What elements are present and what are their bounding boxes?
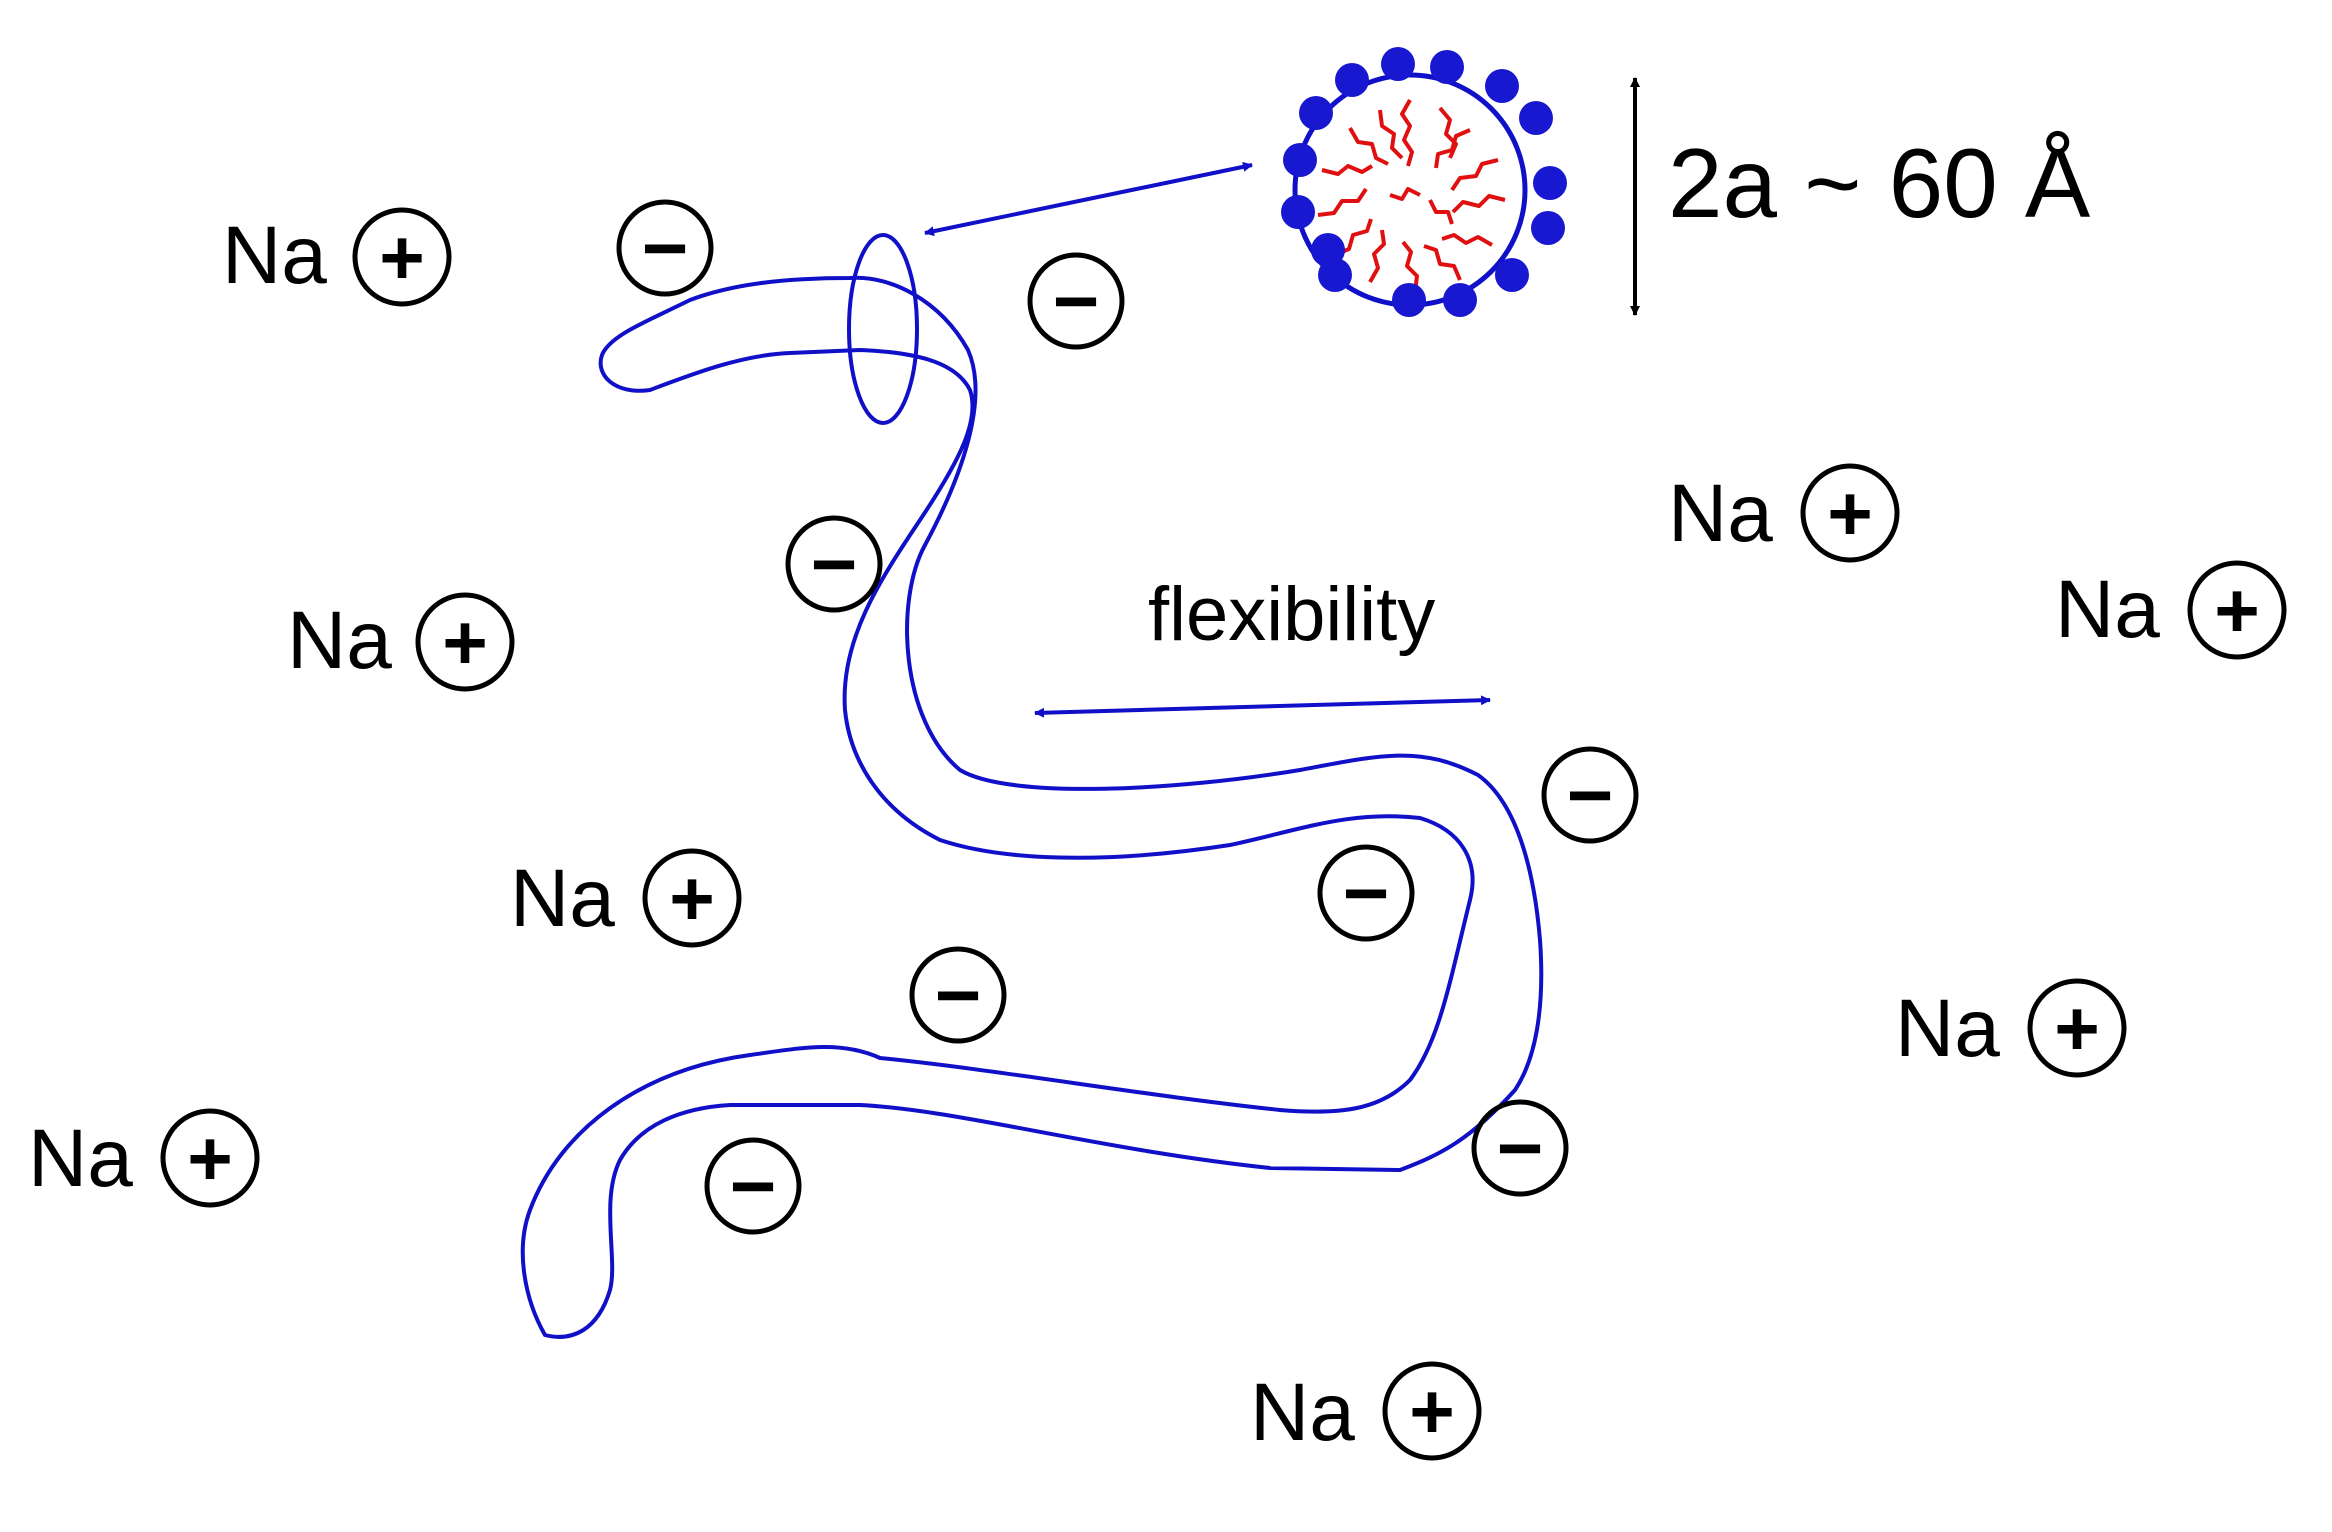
cross-section-to-micelle-arrow [924,161,1253,237]
plus-in-circle-icon [2027,978,2127,1078]
plus-sign: + [2054,984,2100,1072]
minus-sign: − [935,951,982,1040]
negative-charge: − [909,946,1007,1044]
plus-in-circle-icon [160,1108,260,1208]
sodium-symbol: Na [510,853,615,944]
minus-in-circle-icon [704,1137,802,1235]
micelle-size-label: 2a ~ 60 Å [1668,128,2091,238]
minus-in-circle-icon [1471,1099,1569,1197]
minus-sign: − [811,520,858,609]
sodium-ion: Na + [1895,978,2127,1078]
plus-in-circle-icon [642,848,742,948]
surfactant-headgroups [1281,47,1567,317]
sodium-ion: Na + [222,207,452,307]
flexibility-label: flexibility [1148,572,1435,657]
plus-in-circle-icon [2187,560,2287,660]
spherical-micelle [1281,47,1567,317]
minus-sign: − [1567,751,1614,840]
plus-sign: + [1409,1367,1455,1455]
minus-sign: − [730,1142,777,1231]
plus-in-circle-icon [1382,1361,1482,1461]
wormlike-micelle-outline [520,275,1544,1339]
surfactant-tails [1317,99,1506,293]
sodium-symbol: Na [2055,564,2160,655]
minus-in-circle-icon [1541,746,1639,844]
plus-sign: + [1827,469,1873,557]
plus-in-circle-icon [352,207,452,307]
sodium-ion: Na + [2055,560,2287,660]
plus-sign: + [2214,566,2260,654]
sodium-symbol: Na [1250,1367,1355,1458]
negative-charge: − [1471,1099,1569,1197]
plus-sign: + [379,213,425,301]
plus-in-circle-icon [415,592,515,692]
negative-charge: − [616,199,714,297]
minus-in-circle-icon [1027,252,1125,350]
sodium-symbol: Na [1668,468,1773,559]
sodium-symbol: Na [222,210,327,301]
minus-sign: − [642,204,689,293]
plus-sign: + [187,1114,233,1202]
sodium-symbol: Na [28,1113,133,1204]
sodium-ion: Na + [1250,1361,1482,1461]
sodium-ion: Na + [1668,463,1900,563]
plus-sign: + [669,854,715,942]
sodium-ion: Na + [287,592,515,692]
negative-charge: − [785,515,883,613]
minus-in-circle-icon [1317,844,1415,942]
negative-charge: − [1027,252,1125,350]
sodium-symbol: Na [287,595,392,686]
sodium-symbol: Na [1895,983,2000,1074]
cross-section-ring [847,233,919,425]
flexibility-arrow [1034,695,1491,718]
negative-charge: − [704,1137,802,1235]
plus-sign: + [442,598,488,686]
plus-in-circle-icon [1800,463,1900,563]
negative-charge: − [1541,746,1639,844]
minus-sign: − [1343,849,1390,938]
minus-sign: − [1497,1104,1544,1193]
minus-in-circle-icon [616,199,714,297]
sodium-ion: Na + [510,848,742,948]
negative-charge: − [1317,844,1415,942]
sodium-ion: Na + [28,1108,260,1208]
minus-in-circle-icon [785,515,883,613]
minus-in-circle-icon [909,946,1007,1044]
minus-sign: − [1053,257,1100,346]
